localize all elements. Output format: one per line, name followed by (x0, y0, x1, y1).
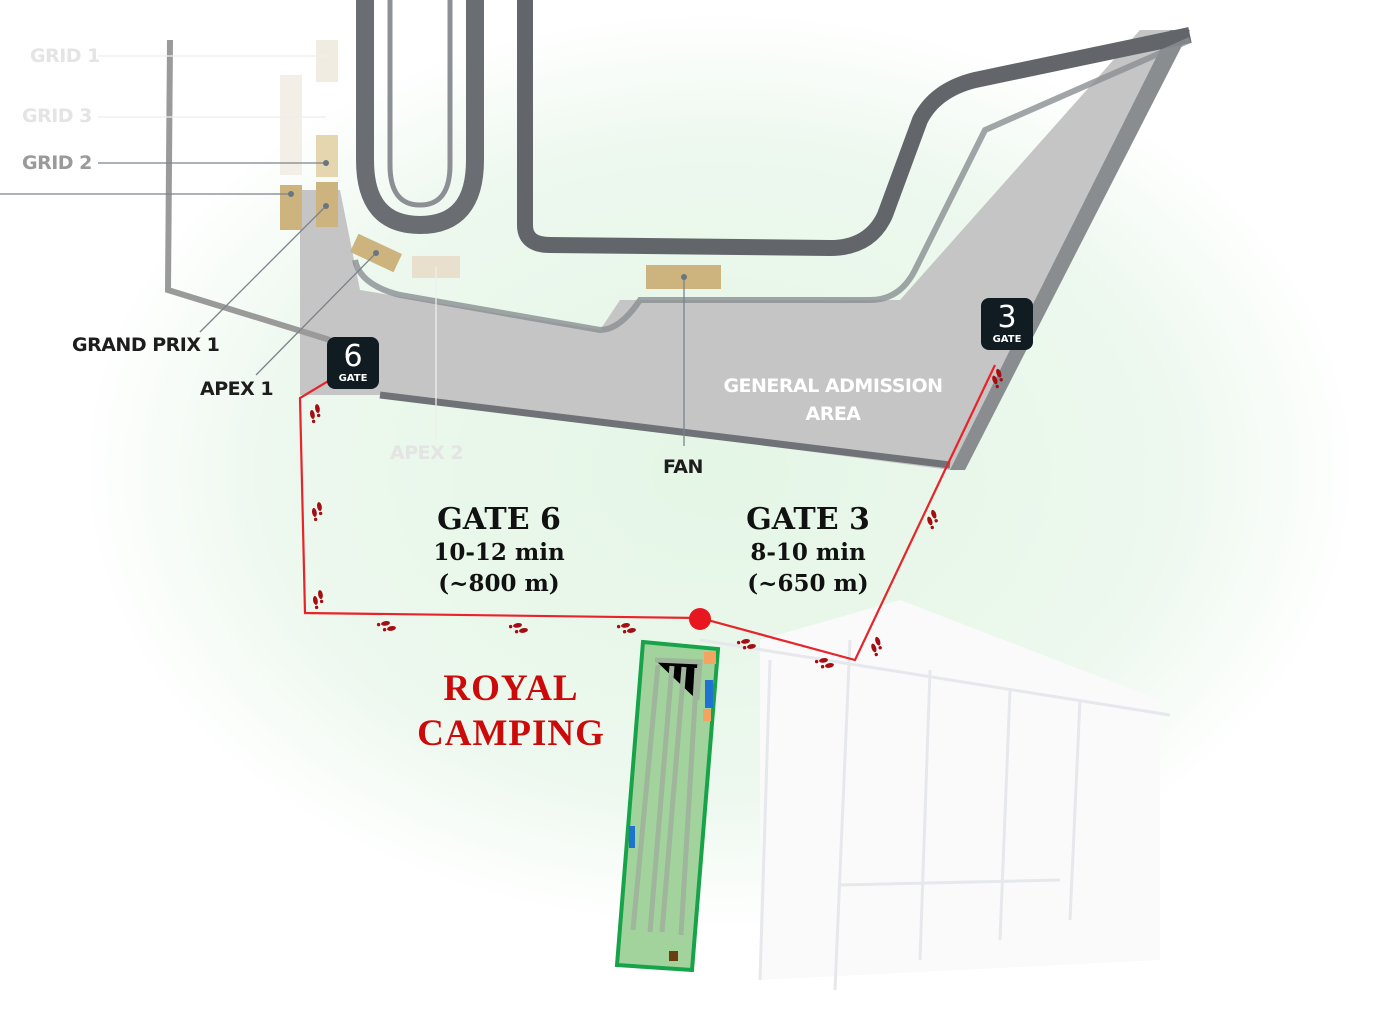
camping-facility (705, 680, 713, 708)
label-grand-prix-1: GRAND PRIX 1 (72, 334, 220, 356)
gate-label: GATE (992, 334, 1022, 345)
footprints-icon (736, 638, 756, 650)
route-distance: (~650 m) (747, 570, 869, 597)
footprints-icon (814, 657, 834, 669)
camping-lanes (630, 657, 703, 936)
footprints-icon (312, 590, 324, 610)
leader-dots (288, 160, 687, 280)
location-dot-icon (689, 608, 711, 630)
footprints-icon (309, 404, 321, 424)
route-distance: (~800 m) (438, 570, 560, 597)
gate-number: 6 (343, 339, 363, 374)
area-edge (950, 30, 1190, 470)
camping-line-1: ROYAL (443, 668, 579, 709)
label-apex-2: APEX 2 (390, 442, 464, 464)
ga-line-2: AREA (805, 403, 861, 425)
track-bottom (379, 391, 951, 469)
footprints-icon (992, 368, 1003, 389)
footprints-icon (508, 622, 528, 634)
footprints-icon (927, 509, 938, 530)
paths (699, 638, 1171, 991)
gate-number: 3 (997, 300, 1017, 335)
label-grid-3: GRID 3 (22, 105, 92, 127)
camping-facility (629, 826, 635, 848)
route-time: 10-12 min (433, 539, 565, 566)
track-hairpin (356, 0, 484, 235)
camping-facility (704, 652, 716, 664)
camping-line-2: CAMPING (417, 713, 605, 754)
footprints-icon (616, 622, 636, 634)
royal-camping-label: ROYAL CAMPING (380, 666, 642, 756)
label-general-admission: GENERAL ADMISSION AREA (700, 372, 966, 428)
general-admission-area (300, 30, 1190, 470)
gate-label: GATE (338, 373, 368, 384)
route-title: GATE 3 (746, 502, 870, 537)
green-field (80, 10, 1360, 930)
leader-lines (0, 55, 685, 446)
label-grid-2: GRID 2 (22, 152, 92, 174)
route-info-gate-3: GATE 3 8-10 min (~650 m) (708, 503, 908, 599)
ga-line-1: GENERAL ADMISSION (723, 375, 943, 397)
route-info-gate-6: GATE 6 10-12 min (~800 m) (399, 503, 599, 599)
label-grid-1: GRID 1 (30, 45, 100, 67)
camping-facility (703, 709, 711, 721)
track-inner (387, 0, 453, 208)
label-fan: FAN (663, 456, 703, 478)
track-main (517, 0, 1192, 257)
footprints-icon (871, 636, 882, 657)
gate-6-badge[interactable]: 6 GATE (327, 337, 379, 389)
track-outer (352, 37, 1192, 334)
label-apex-1: APEX 1 (200, 378, 274, 400)
footprints-icon (311, 502, 323, 522)
camping-facility (669, 951, 678, 961)
route-time: 8-10 min (750, 539, 866, 566)
route-title: GATE 6 (437, 502, 561, 537)
gate-3-badge[interactable]: 3 GATE (981, 298, 1033, 350)
service-road (164, 39, 331, 343)
footprints-icon (376, 620, 396, 632)
